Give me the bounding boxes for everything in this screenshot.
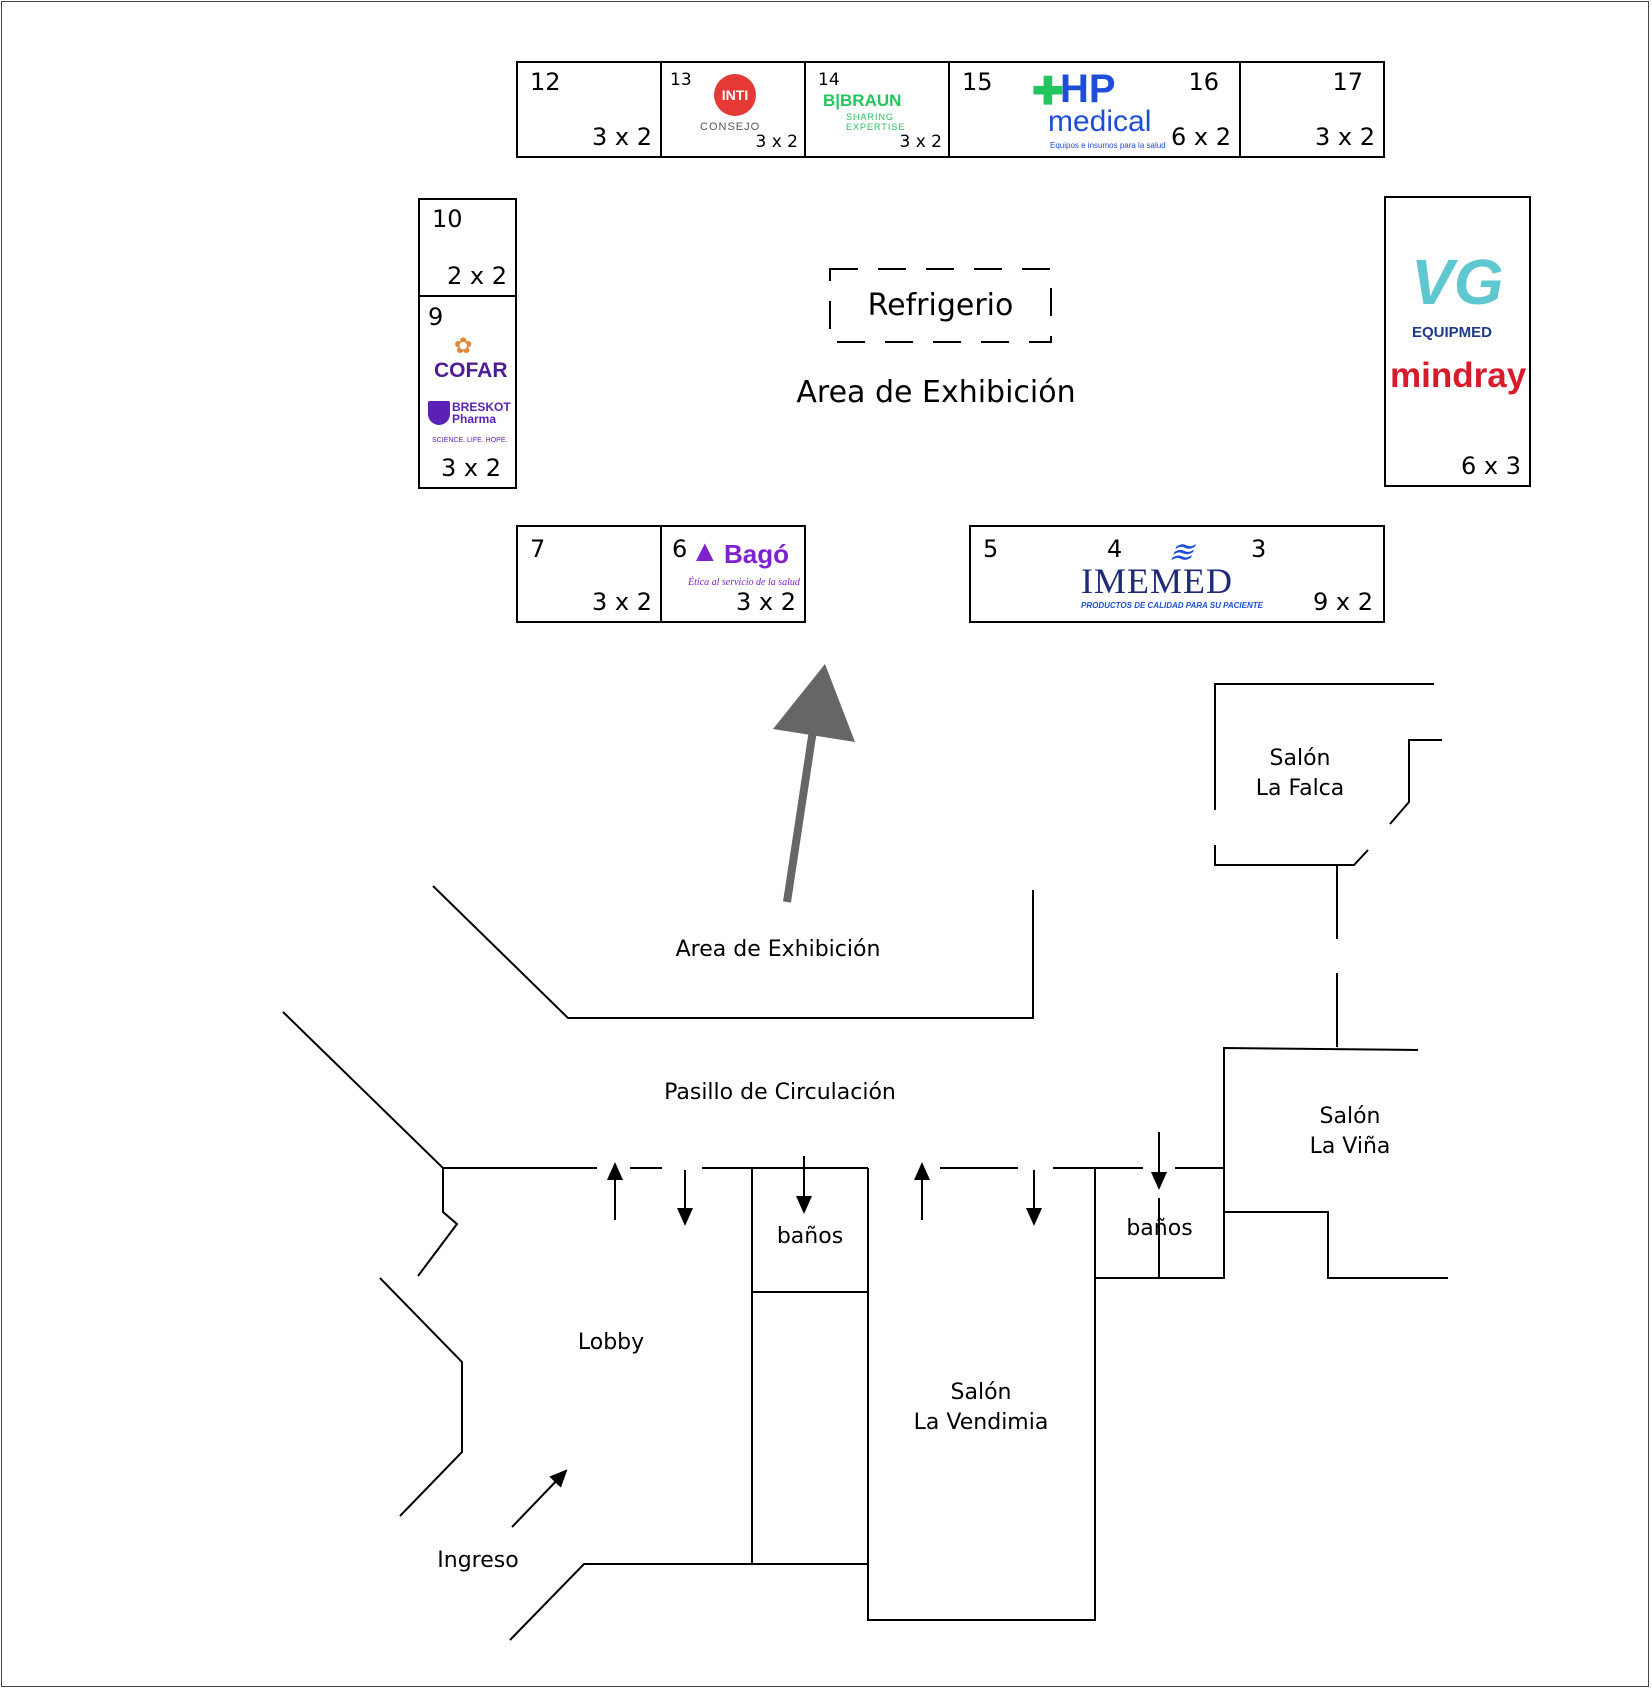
booth-7-size: 3 x 2 — [592, 588, 652, 616]
braun-logo-tagline: SHARING EXPERTISE — [846, 112, 906, 132]
booth-16-size: 6 x 2 — [1171, 123, 1231, 151]
vina-bottom-wall — [1224, 1211, 1448, 1279]
booth-14-number: 14 — [818, 70, 840, 90]
area-exhibicion-top-label: Area de Exhibición — [796, 375, 1076, 410]
banos-2-label: baños — [1126, 1216, 1193, 1241]
braun-logo: B|BRAUN — [823, 91, 902, 110]
pasillo-label: Pasillo de Circulación — [664, 1080, 896, 1105]
booth-7-number: 7 — [530, 535, 546, 563]
falca-lower-wall — [1214, 845, 1369, 866]
booth-9-number: 9 — [428, 303, 444, 331]
booth-equipmed-size: 6 x 3 — [1461, 452, 1521, 480]
ingreso-label: Ingreso — [437, 1548, 519, 1573]
booth-3-size: 9 x 2 — [1313, 588, 1373, 616]
booth-10-size: 2 x 2 — [447, 262, 507, 290]
salon-vendimia-label-2: La Vendimia — [913, 1410, 1049, 1435]
banos-1-label: baños — [776, 1224, 844, 1249]
left-wall-upper — [282, 1011, 459, 1277]
booth-12-number: 12 — [530, 68, 561, 96]
hp-logo-medical: medical — [1048, 105, 1152, 138]
booth-3-4-5[interactable]: 5 4 3 ≋ IMEMED PRODUCTOS DE CALIDAD PARA… — [969, 525, 1385, 623]
booth-5-number: 5 — [983, 535, 999, 563]
salon-falca-label-2: La Falca — [1255, 776, 1345, 801]
mindray-logo: mindray — [1390, 356, 1527, 395]
booth-9-size: 3 x 2 — [441, 454, 501, 482]
breskot-shield-icon — [428, 401, 450, 425]
booth-10[interactable]: 10 2 x 2 — [418, 198, 517, 297]
booth-13[interactable]: 13 INTI CONSEJO 3 x 2 — [660, 61, 806, 158]
booth-17-number: 17 — [1332, 68, 1363, 96]
inti-logo-icon: INTI — [714, 74, 756, 116]
vendimia-walls — [867, 1168, 1096, 1621]
imemed-tagline: PRODUCTOS DE CALIDAD PARA SU PACIENTE — [1081, 601, 1263, 610]
area-exhibicion-mid-label: Area de Exhibición — [675, 937, 881, 962]
cofar-flower-icon: ✿ — [454, 333, 473, 358]
booth-17[interactable]: 17 3 x 2 — [1239, 61, 1385, 158]
vina-top-wall — [1223, 1046, 1419, 1098]
hp-cross-icon: ✚ — [1032, 71, 1064, 113]
breskot-tagline: SCIENCE. LIFE. HOPE. — [432, 437, 508, 444]
entrance-wall — [509, 1563, 752, 1641]
lobby-label: Lobby — [577, 1330, 645, 1355]
left-wall-lower — [379, 1277, 463, 1517]
equipmed-logo: EQUIPMED — [1412, 324, 1493, 341]
inti-logo-subtext: CONSEJO — [700, 121, 761, 133]
falca-walls — [1214, 683, 1434, 810]
booth-16-number: 16 — [1188, 68, 1219, 96]
booth-4-number: 4 — [1107, 535, 1123, 563]
hp-logo: HP — [1060, 67, 1116, 111]
bago-logo: Bagó — [724, 539, 789, 569]
booth-13-number: 13 — [670, 70, 692, 90]
booth-12-size: 3 x 2 — [592, 123, 652, 151]
booth-6[interactable]: 6 ▲ Bagó Ética al servicio de la salud 3… — [660, 525, 806, 623]
salon-vina-label-2: La Viña — [1309, 1134, 1391, 1159]
ingreso-arrow — [511, 1469, 568, 1528]
refrigerio-box — [829, 268, 1052, 343]
salon-vina-label-1: Salón — [1319, 1104, 1381, 1129]
booth-14[interactable]: 14 B|BRAUN SHARING EXPERTISE 3 x 2 — [804, 61, 950, 158]
big-direction-arrow — [773, 664, 855, 903]
booth-15-16[interactable]: 15 16 ✚ HP medical Equipos e insumos par… — [948, 61, 1241, 158]
booth-12[interactable]: 12 3 x 2 — [516, 61, 662, 158]
bago-tagline: Ética al servicio de la salud — [688, 577, 800, 588]
booth-9[interactable]: 9 ✿ COFAR BRESKOT Pharma SCIENCE. LIFE. … — [418, 295, 517, 489]
hp-logo-tagline: Equipos e insumos para la salud — [1050, 141, 1166, 150]
refrigerio-label: Refrigerio — [867, 288, 1014, 323]
imemed-logo: IMEMED — [1081, 561, 1233, 601]
booth-15-number: 15 — [962, 68, 993, 96]
cofar-logo: COFAR — [434, 359, 508, 382]
booth-6-size: 3 x 2 — [736, 588, 796, 616]
booth-13-size: 3 x 2 — [755, 132, 799, 152]
booth-equipmed-mindray[interactable]: VG EQUIPMED mindray 6 x 3 — [1384, 196, 1531, 487]
salon-vendimia-label-1: Salón — [950, 1380, 1012, 1405]
area-exhibicion-wall — [432, 885, 1034, 1019]
booth-3-number: 3 — [1251, 535, 1267, 563]
booth-6-number: 6 — [672, 535, 688, 563]
booth-7[interactable]: 7 3 x 2 — [516, 525, 662, 623]
booth-14-size: 3 x 2 — [899, 132, 943, 152]
booth-17-size: 3 x 2 — [1315, 123, 1375, 151]
vg-logo-icon: VG — [1411, 246, 1504, 318]
breskot-logo: BRESKOT Pharma — [452, 400, 511, 426]
bago-triangle-icon: ▲ — [690, 535, 720, 568]
booth-10-number: 10 — [432, 205, 463, 233]
salon-falca-label-1: Salón — [1269, 746, 1331, 771]
falca-right-wall — [1389, 739, 1442, 825]
